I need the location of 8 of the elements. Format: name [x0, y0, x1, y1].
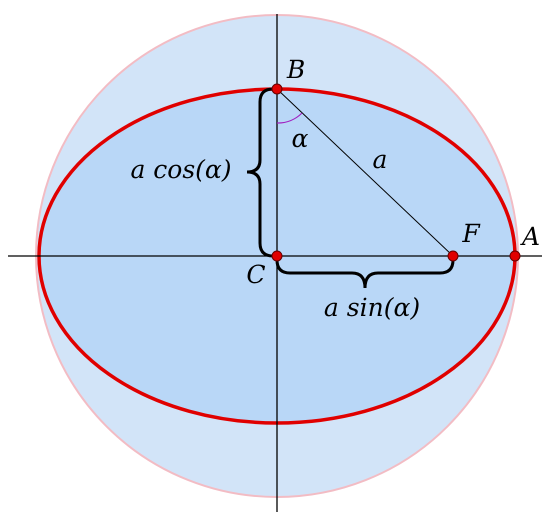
point-label: A — [522, 223, 540, 251]
point-label: B — [286, 56, 306, 84]
length-label: a cos(α) — [130, 156, 232, 184]
point-label: C — [246, 261, 266, 289]
angle-label: α — [292, 125, 308, 153]
length-label: a — [372, 146, 388, 174]
point-label: F — [462, 220, 480, 248]
length-label: a sin(α) — [324, 294, 420, 322]
